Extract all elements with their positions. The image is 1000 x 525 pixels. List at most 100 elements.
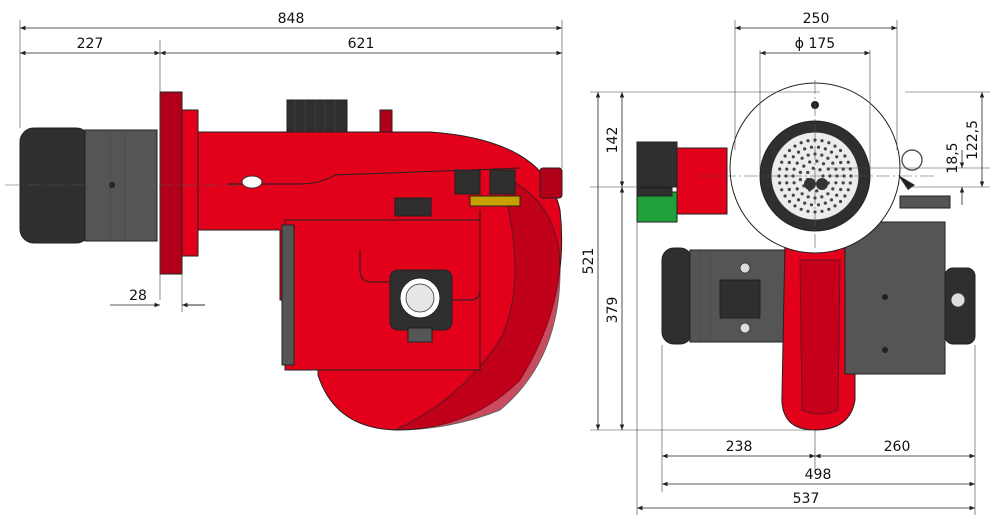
diffuser-hole	[791, 193, 795, 197]
diffuser-hole	[826, 167, 830, 171]
diffuser-hole	[803, 201, 807, 205]
dim-width-total: 537	[793, 491, 820, 507]
diffuser-hole	[792, 181, 796, 185]
diffuser-hole	[820, 139, 824, 143]
diffuser-hole	[795, 187, 799, 191]
diffuser-hole	[843, 154, 847, 158]
ignition-transformer	[636, 141, 728, 223]
diffuser-hole	[835, 193, 839, 197]
front-view-dimensions: 250 ϕ 175 521 142 379 18,5 122,5	[581, 11, 990, 515]
diffuser-hole	[833, 204, 837, 208]
dim-width-body: 498	[805, 467, 832, 483]
dim-offset-small: 18,5	[945, 142, 961, 173]
diffuser-hole	[798, 170, 803, 174]
diffuser-hole	[811, 166, 815, 170]
dim-height-upper: 142	[605, 127, 621, 154]
diffuser-hole	[787, 160, 791, 165]
diffuser-hole	[827, 141, 831, 145]
diffuser-hole	[802, 164, 806, 168]
diffuser-hole	[843, 194, 847, 198]
diffuser-hole	[841, 181, 845, 185]
diffuser-hole	[839, 187, 843, 192]
diffuser-hole	[816, 203, 821, 207]
diffuser-holes	[777, 138, 853, 214]
diffuser-hole	[785, 181, 789, 185]
diffuser-hole	[834, 181, 838, 185]
diffuser-hole	[821, 162, 826, 166]
diffuser-hole	[806, 170, 810, 175]
front-view: 250 ϕ 175 521 142 379 18,5 122,5	[581, 11, 990, 515]
side-view: 848 227 621 28	[5, 11, 563, 431]
diffuser-hole	[829, 198, 834, 202]
diffuser-hole	[809, 145, 814, 149]
diffuser-hole	[846, 188, 850, 192]
diffuser-hole	[838, 148, 843, 153]
diffuser-hole	[800, 156, 804, 160]
dim-height-total: 521	[581, 248, 597, 275]
dim-flange-thickness: 28	[129, 288, 147, 304]
diffuser-hole	[833, 144, 837, 148]
diffuser-hole	[831, 187, 835, 191]
dim-height-lower: 379	[605, 297, 621, 324]
diffuser-hole	[798, 178, 803, 182]
diffuser-hole	[793, 144, 797, 148]
diffuser-hole	[783, 194, 787, 198]
diffuser-hole	[787, 199, 792, 204]
dim-width-right: 260	[884, 439, 911, 455]
diffuser-hole	[834, 167, 838, 171]
diffuser-hole	[806, 139, 810, 143]
dim-width-left: 238	[726, 439, 753, 455]
dim-inner-diameter: ϕ 175	[795, 36, 835, 52]
diffuser-hole	[816, 145, 821, 149]
fan-housing	[781, 239, 856, 431]
diffuser-hole	[778, 167, 782, 171]
diffuser-hole	[815, 189, 819, 193]
diffuser-hole	[823, 201, 827, 205]
diffuser-hole	[795, 161, 799, 165]
diffuser-hole	[803, 147, 807, 151]
mounting-flange	[159, 91, 199, 275]
diffuser-hole	[839, 160, 843, 165]
diffuser-hole	[792, 167, 796, 171]
diffuser-hole	[828, 174, 832, 178]
dim-overall-length: 848	[278, 11, 305, 27]
diffuser-hole	[784, 174, 788, 178]
diffuser-hole	[820, 153, 824, 157]
diffuser-hole	[846, 160, 850, 164]
fan-motor	[661, 247, 786, 345]
oil-pump	[389, 269, 453, 343]
diffuser-hole	[785, 167, 789, 171]
diffuser-hole	[796, 150, 801, 154]
diffuser-hole	[808, 160, 812, 164]
diffuser-hole	[820, 195, 824, 199]
diffuser-hole	[806, 209, 810, 213]
diffuser-hole	[826, 192, 830, 196]
diffuser-hole	[791, 155, 795, 159]
diffuser-hole	[818, 168, 822, 172]
diffuser-hole	[796, 198, 801, 202]
diffuser-hole	[780, 188, 784, 192]
diffuser-hole	[826, 156, 830, 160]
diffuser-hole	[831, 161, 835, 165]
diffuser-hole	[783, 154, 787, 158]
diffuser-hole	[780, 160, 784, 164]
dim-outer-diameter: 250	[803, 11, 830, 27]
diffuser-hole	[787, 148, 792, 153]
photocell-fittings	[898, 149, 951, 209]
diffuser-hole	[799, 207, 803, 211]
diffuser-hole	[838, 199, 843, 204]
dim-offset-large: 122,5	[965, 120, 981, 160]
dim-nozzle-length: 227	[77, 36, 104, 52]
burner-housing	[197, 99, 563, 431]
diffuser-hole	[809, 203, 814, 207]
diffuser-hole	[799, 141, 803, 145]
fuel-piping	[228, 167, 521, 301]
diffuser-hole	[823, 147, 827, 151]
diffuser-hole	[848, 181, 852, 185]
diffuser-hole	[787, 187, 791, 192]
blast-tube	[19, 127, 158, 244]
diffuser-hole	[813, 138, 817, 142]
dim-body-length: 621	[348, 36, 375, 52]
diffuser-hole	[820, 209, 824, 213]
